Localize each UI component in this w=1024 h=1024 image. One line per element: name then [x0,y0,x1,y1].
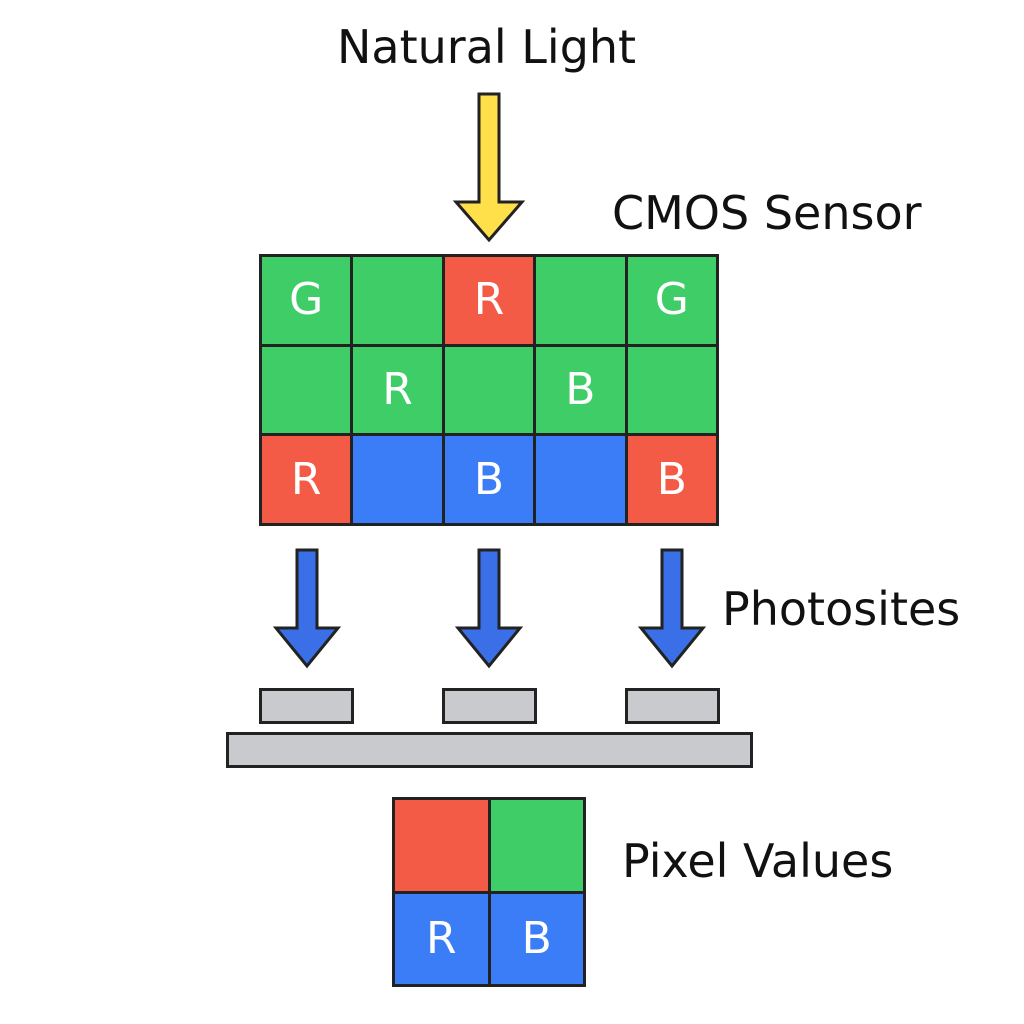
photosite [259,688,354,724]
sensor-cell: G [262,257,351,344]
sensor-cell [353,257,442,344]
photon-arrow-icon [637,548,707,669]
pixel-cell: B [490,893,583,984]
natural-light-label: Natural Light [337,20,637,74]
pixel-cell [395,800,488,891]
sensor-cell: B [444,436,534,523]
sensor-cell [444,346,534,434]
sensor-cell [262,346,351,434]
pixel-values-grid: R B [392,797,586,987]
photosite-substrate [226,732,753,768]
photon-arrow-icon [272,548,342,669]
photosite [442,688,537,724]
sensor-cell [353,436,442,523]
pixel-cell: R [395,893,488,984]
cmos-sensor-grid: G R G R B R B B [259,254,719,526]
cmos-sensor-label: CMOS Sensor [612,186,922,240]
photosite [625,688,720,724]
sensor-cell: R [262,436,351,523]
light-arrow-icon [452,92,526,243]
sensor-cell [536,257,625,344]
photosites-label: Photosites [722,582,961,636]
pixel-cell [490,800,583,891]
photon-arrow-icon [454,548,524,669]
sensor-cell [536,436,625,523]
sensor-cell: B [627,436,716,523]
sensor-cell: B [536,346,625,434]
sensor-cell: G [627,257,716,344]
sensor-cell: R [353,346,442,434]
sensor-cell: R [444,257,534,344]
sensor-cell [627,346,716,434]
pixel-values-label: Pixel Values [622,834,894,888]
